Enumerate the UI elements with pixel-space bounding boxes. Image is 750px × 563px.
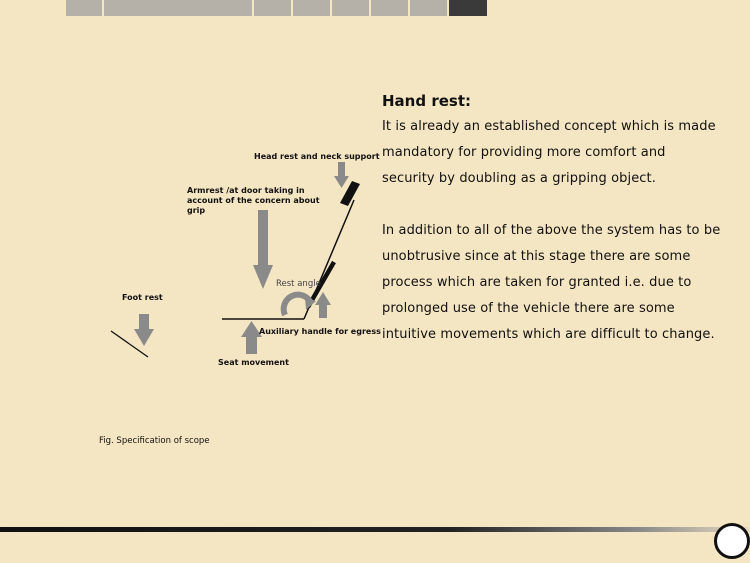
progress-segment[interactable] bbox=[293, 0, 330, 16]
body-text: It is already an established concept whi… bbox=[382, 114, 722, 348]
armrest-arrow bbox=[253, 210, 273, 289]
paragraph: It is already an established concept whi… bbox=[382, 119, 716, 186]
progress-segment[interactable] bbox=[371, 0, 408, 16]
foot-rest-arrow bbox=[134, 314, 154, 346]
rest-angle-label: Rest angle bbox=[276, 279, 321, 289]
armrest-label-line2: account of the concern about bbox=[187, 196, 320, 205]
head-rest-block bbox=[340, 181, 360, 206]
armrest-label-line3: grip bbox=[187, 206, 206, 215]
progress-segment[interactable] bbox=[332, 0, 369, 16]
auxiliary-handle-arrow bbox=[315, 292, 331, 318]
seat-movement-label: Seat movement bbox=[218, 358, 289, 367]
figure-caption: Fig. Specification of scope bbox=[99, 436, 210, 446]
progress-segment[interactable] bbox=[410, 0, 447, 16]
next-slide-button[interactable] bbox=[714, 523, 750, 559]
slide-progress-bar bbox=[66, 0, 489, 16]
bottom-divider bbox=[0, 527, 750, 532]
progress-segment[interactable] bbox=[66, 0, 102, 16]
paragraph: In addition to all of the above the syst… bbox=[382, 223, 721, 342]
foot-rest-label: Foot rest bbox=[122, 293, 163, 302]
progress-segment[interactable] bbox=[254, 0, 291, 16]
auxiliary-handle-label: Auxiliary handle for egress bbox=[259, 327, 381, 336]
head-rest-arrow bbox=[334, 162, 349, 188]
progress-segment[interactable] bbox=[104, 0, 252, 16]
armrest-label-line1: Armrest /at door taking in bbox=[187, 186, 305, 195]
section-heading: Hand rest: bbox=[382, 92, 471, 110]
progress-segment-current[interactable] bbox=[449, 0, 487, 16]
foot-rest-line bbox=[110, 330, 149, 358]
seat-movement-arrow bbox=[241, 321, 262, 354]
rest-angle-arrowhead bbox=[305, 297, 316, 310]
head-rest-label: Head rest and neck support bbox=[254, 152, 380, 161]
